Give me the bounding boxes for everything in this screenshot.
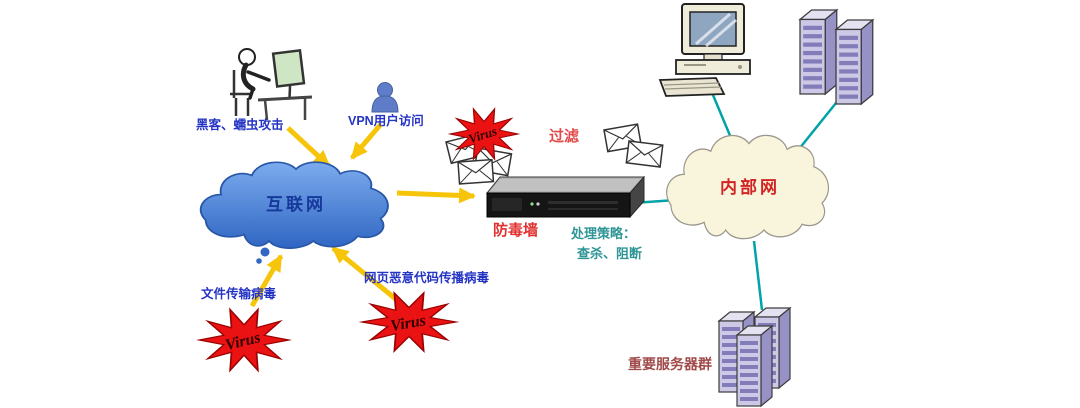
link-filevirus-internet [249, 254, 284, 308]
web-virus-label: 网页恶意代码传播病毒 [364, 271, 490, 285]
link-hacker-internet [286, 126, 331, 168]
link-intranet-servergroup [752, 240, 764, 311]
web-virus-star: Virus [360, 292, 458, 352]
hacker-label: 黑客、蠕虫攻击 [196, 118, 284, 132]
cloud-tail-dot [256, 258, 262, 264]
firewall-label: 防毒墙 [493, 222, 539, 239]
link-webvirus-internet [331, 246, 399, 302]
filter-label: 过滤 [549, 128, 580, 145]
workstation-icon [658, 3, 751, 97]
server-group-label: 重要服务器群 [628, 356, 712, 372]
filtered-mail-icon [603, 123, 664, 168]
firewall-icon [485, 175, 646, 219]
link-internet-firewall [396, 187, 476, 204]
internet-cloud-label: 互联网 [266, 195, 326, 214]
server-pair-icon [799, 9, 874, 105]
policy-actions: 查杀、阻断 [577, 246, 643, 261]
policy-title: 处理策略： [571, 226, 637, 241]
link-vpn-internet [350, 122, 383, 160]
hacker-icon [230, 48, 313, 121]
link-serverpair-intranet [794, 102, 837, 155]
file-virus-label: 文件传输病毒 [201, 287, 277, 301]
vpn-user-label: VPN用户访问 [348, 114, 424, 128]
internet-cloud [199, 161, 389, 264]
file-virus-star: Virus [198, 308, 290, 372]
hacker-monitor-icon [271, 49, 306, 98]
intranet-cloud-label: 内部网 [720, 178, 780, 197]
vpn-user-icon [371, 82, 399, 113]
web-virus-text: Virus [389, 312, 427, 335]
cloud-tail-dot [260, 247, 270, 257]
mail-virus-star: Virus [449, 108, 519, 160]
server-group-icon [718, 307, 791, 407]
